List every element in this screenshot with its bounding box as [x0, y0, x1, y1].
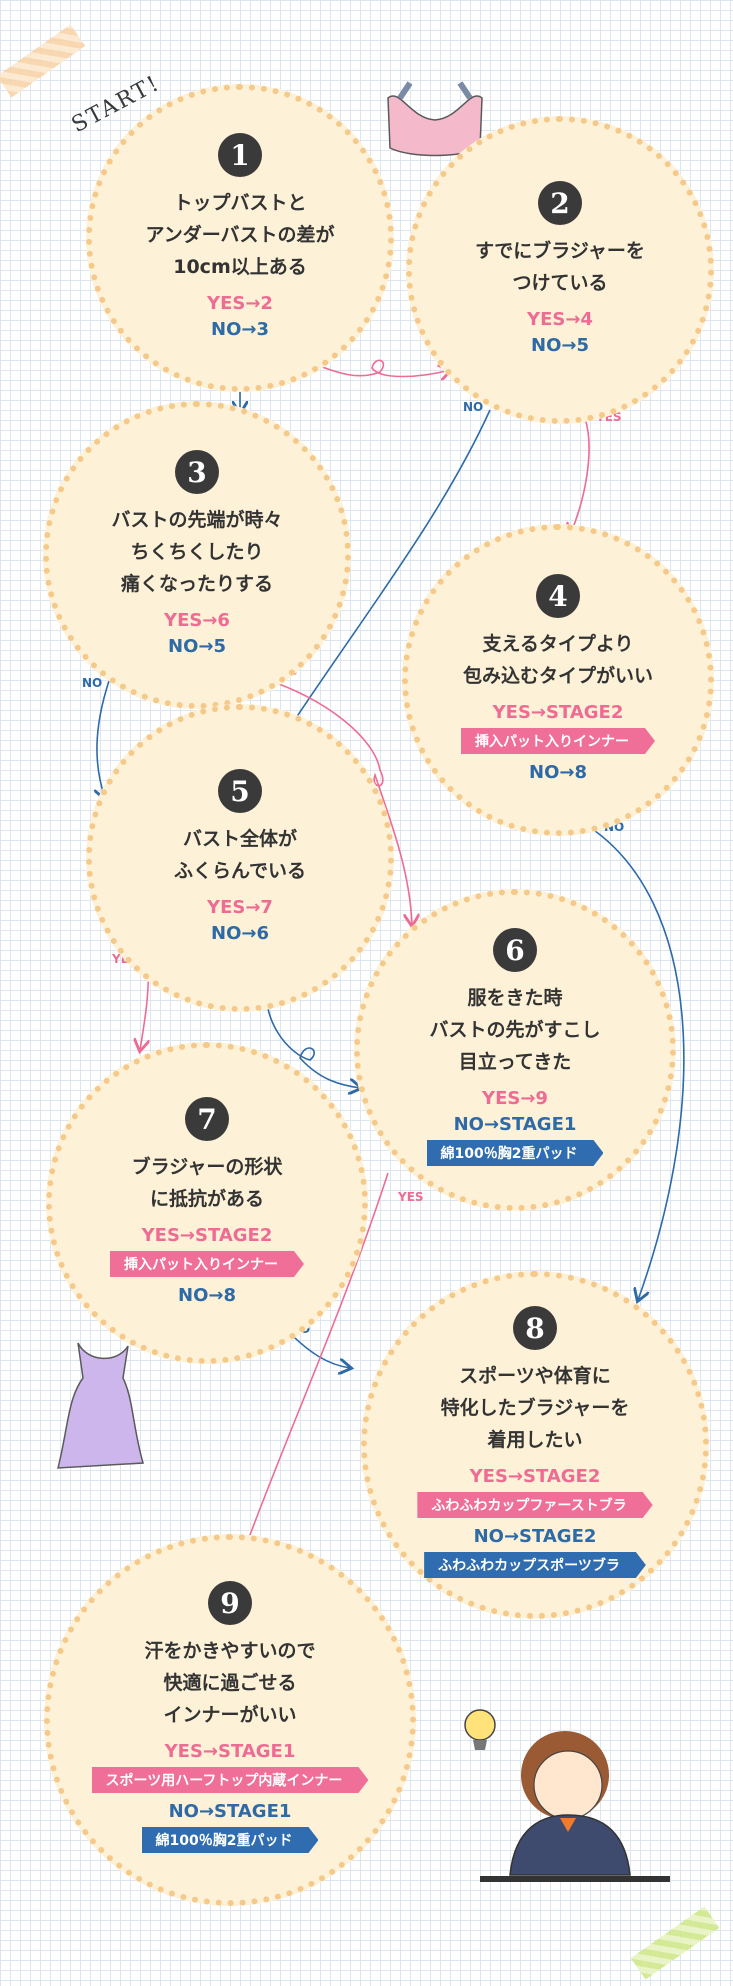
yes-product-tag: ふわふわカップファーストブラ	[417, 1492, 652, 1518]
yes-answer: YES→2	[207, 293, 273, 314]
question-line: ふくらんでいる	[173, 860, 307, 882]
no-product-tag: 綿100％胸2重パッド	[142, 1827, 319, 1853]
question-text: バストの先端が時々ちくちくしたり痛くなったりする	[111, 504, 282, 600]
yes-answer: YES→STAGE2	[141, 1225, 273, 1246]
question-number: 5	[218, 769, 262, 813]
question-number: 4	[536, 574, 580, 618]
question-number: 2	[538, 181, 582, 225]
yes-answer: YES→STAGE2	[469, 1466, 601, 1487]
yes-answer: YES→STAGE2	[492, 702, 624, 723]
edge-label-3-5-no: NO	[82, 676, 103, 690]
camisole-illustration	[57, 1342, 144, 1469]
yes-product-tag: 挿入パット入りインナー	[110, 1251, 304, 1277]
question-line: アンダーバストの差が	[145, 224, 335, 246]
question-line: スポーツや体育に	[459, 1365, 611, 1387]
no-product-tag: 綿100％胸2重パッド	[427, 1140, 604, 1166]
no-answer: NO→STAGE2	[473, 1526, 597, 1547]
question-node-9: 9 汗をかきやすいので快適に過ごせるインナーがいい YES→STAGE1 スポーツ用ハ…	[44, 1534, 416, 1906]
edge-3-5-no	[97, 671, 113, 798]
edge-4-8-no	[587, 825, 685, 1300]
question-line: 10cm以上ある	[173, 256, 307, 278]
no-product-tag: ふわふわカップスポーツブラ	[424, 1552, 646, 1578]
question-number: 3	[175, 450, 219, 494]
question-line: 目立ってきた	[458, 1051, 572, 1073]
question-text: すでにブラジャーをつけている	[475, 235, 645, 299]
question-line: バストの先がすこし	[429, 1019, 601, 1041]
no-answer: NO→8	[178, 1285, 236, 1306]
question-text: スポーツや体育に特化したブラジャーを着用したい	[441, 1360, 630, 1456]
question-text: トップバストとアンダーバストの差が 10cm以上ある	[145, 187, 334, 283]
question-text: バスト全体がふくらんでいる	[174, 823, 306, 887]
question-node-4: 4 支えるタイプより包み込むタイプがいい YES→STAGE2 挿入パット入りインナー…	[402, 524, 714, 836]
no-answer: NO→6	[211, 923, 269, 944]
yes-answer: YES→STAGE1	[164, 1741, 296, 1762]
edge-3-6-yes	[261, 677, 412, 925]
question-line: トップバストと	[173, 192, 307, 214]
yes-answer: YES→6	[164, 610, 230, 631]
question-line: 着用したい	[487, 1429, 583, 1451]
question-line: つけている	[512, 272, 608, 294]
edge-2-4-yes	[570, 417, 590, 535]
question-text: 汗をかきやすいので快適に過ごせるインナーがいい	[144, 1635, 315, 1731]
edge-label-6-9-yes: YES	[398, 1190, 424, 1204]
question-line: ブラジャーの形状	[131, 1156, 283, 1178]
yes-product-tag: スポーツ用ハーフトップ内蔵インナー	[92, 1767, 369, 1793]
question-line: 汗をかきやすいので	[144, 1640, 316, 1662]
edge-label-2-5-no: NO	[463, 400, 484, 414]
question-number: 7	[185, 1097, 229, 1141]
yes-answer: YES→4	[527, 309, 593, 330]
question-node-8: 8 スポーツや体育に特化したブラジャーを着用したい YES→STAGE2 ふわふわカッ…	[361, 1271, 709, 1619]
question-node-7: 7 ブラジャーの形状に抵抗がある YES→STAGE2 挿入パット入りインナー NO→8	[46, 1042, 368, 1364]
question-number: 6	[493, 928, 537, 972]
yes-answer: YES→7	[207, 897, 273, 918]
no-answer: NO→STAGE1	[453, 1114, 577, 1135]
no-answer: NO→STAGE1	[168, 1801, 292, 1822]
question-line: インナーがいい	[163, 1704, 297, 1726]
question-line: 特化したブラジャーを	[440, 1397, 630, 1419]
edge-2-5-no	[280, 409, 491, 742]
sports-bra-illustration	[387, 81, 483, 157]
no-answer: NO→5	[531, 335, 589, 356]
question-text: 服をきた時バストの先がすこし目立ってきた	[429, 982, 600, 1078]
question-line: 支えるタイプより	[482, 633, 634, 655]
edge-5-6-no	[265, 974, 360, 1088]
question-line: に抵抗がある	[149, 1188, 264, 1210]
question-line: 包み込むタイプがいい	[462, 665, 653, 687]
question-line: バスト全体が	[182, 828, 297, 850]
question-number: 1	[218, 133, 262, 177]
question-text: 支えるタイプより包み込むタイプがいい	[463, 628, 653, 692]
edge-1-2-yes	[304, 359, 450, 377]
question-text: ブラジャーの形状に抵抗がある	[132, 1151, 283, 1215]
no-answer: NO→3	[211, 319, 269, 340]
yes-product-tag: 挿入パット入りインナー	[461, 728, 655, 754]
question-line: 服をきた時	[467, 987, 563, 1009]
student-writing-illustration	[464, 1709, 670, 1882]
question-line: バストの先端が時々	[111, 509, 283, 531]
question-line: すでにブラジャーを	[475, 240, 645, 262]
question-number: 9	[208, 1581, 252, 1625]
edge-6-9-yes	[240, 1172, 389, 1562]
question-line: 痛くなったりする	[120, 573, 273, 595]
no-answer: NO→5	[168, 636, 226, 657]
question-number: 8	[513, 1306, 557, 1350]
yes-answer: YES→9	[482, 1088, 548, 1109]
question-line: ちくちくしたり	[130, 541, 264, 563]
question-line: 快適に過ごせる	[163, 1672, 297, 1694]
no-answer: NO→8	[529, 762, 587, 783]
